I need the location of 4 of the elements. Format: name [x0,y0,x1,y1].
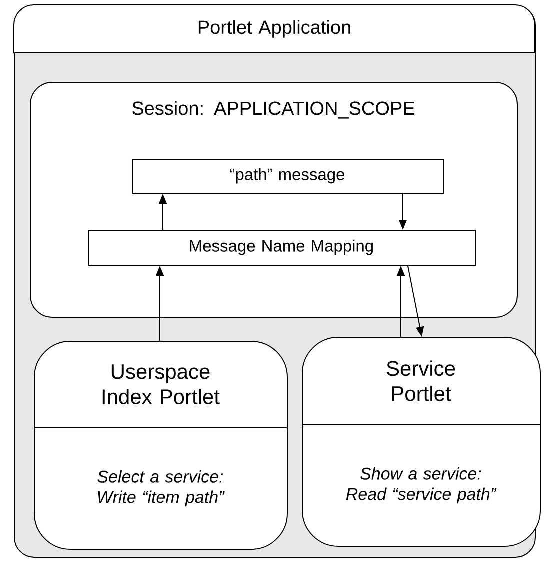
portlet-box: Service Portlet Show a service: Read “service path” [302,337,541,547]
mapping-box: Message Name Mapping [88,230,476,266]
portlet-box: Userspace Index Portlet Select a service: Write “item path” [34,341,288,550]
message-box: “path” message [132,159,444,194]
